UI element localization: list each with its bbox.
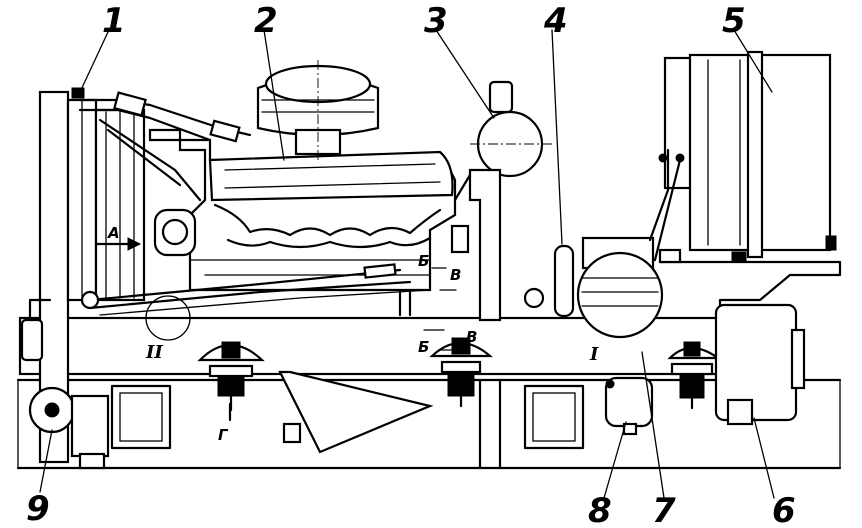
detail-marker-ii: II xyxy=(145,342,163,363)
callout-2: 2 xyxy=(254,1,278,41)
detail-marker-i: I xyxy=(589,344,599,365)
control-box xyxy=(714,303,806,426)
callout-7: 7 xyxy=(652,491,676,528)
fuel-filter xyxy=(604,376,654,436)
section-marker-b-upper: Б xyxy=(418,252,429,270)
section-marker-v-upper: В xyxy=(450,266,461,284)
frame-channel-right xyxy=(523,384,585,450)
detail-circle-ii xyxy=(145,295,191,341)
engine-mount-rear xyxy=(667,341,722,410)
view-marker-g: Г xyxy=(218,426,229,444)
callout-9: 9 xyxy=(26,489,50,528)
view-marker-a: A xyxy=(107,224,120,242)
view-arrow-a xyxy=(94,237,142,251)
diagonal-brace xyxy=(278,370,434,454)
callout-4: 4 xyxy=(543,1,568,41)
starter-assembly xyxy=(20,298,110,470)
exhaust-muffler xyxy=(450,80,552,322)
engine-mount-front xyxy=(197,341,265,412)
control-lines xyxy=(80,263,545,317)
callout-8: 8 xyxy=(588,491,612,528)
callout-1: 1 xyxy=(102,1,126,41)
engine-block xyxy=(148,128,457,292)
callout-3: 3 xyxy=(424,1,448,41)
callout-5: 5 xyxy=(722,1,746,41)
generator-housing xyxy=(648,50,837,264)
section-marker-b-lower: Б xyxy=(418,338,429,356)
frame-channel-left xyxy=(110,384,172,450)
air-cleaner xyxy=(256,60,380,160)
section-marker-v-lower: В xyxy=(466,328,477,346)
section-arrows xyxy=(228,267,457,422)
callout-6: 6 xyxy=(772,491,796,528)
detail-circle-i xyxy=(576,251,664,339)
leader-lines xyxy=(39,29,775,499)
